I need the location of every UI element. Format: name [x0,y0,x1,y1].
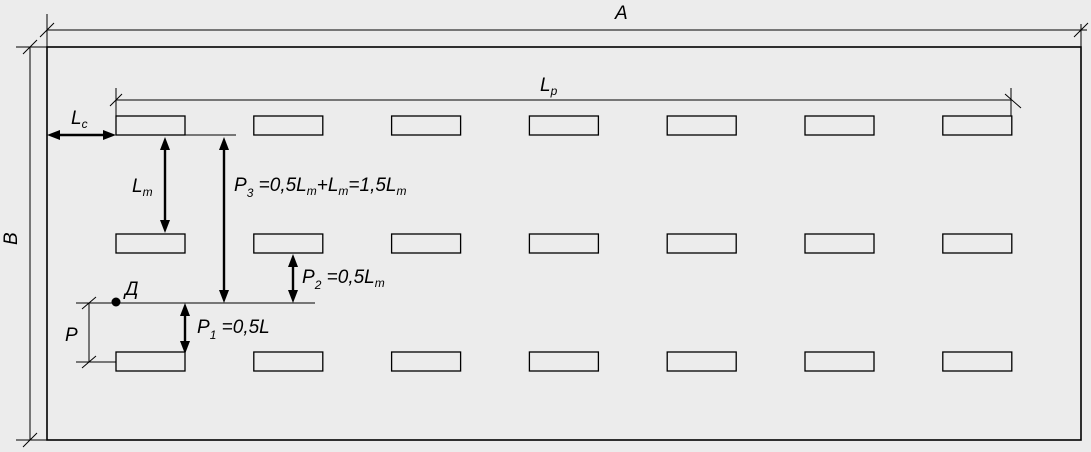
luminaire [390,351,462,372]
point-d-marker [111,297,121,307]
luminaire [528,115,600,136]
label-lp: Lp [540,75,558,98]
luminaire [804,351,875,372]
dimension-lc: Lc [47,108,116,140]
luminaire [390,233,462,254]
room-outline [46,46,1082,441]
label-d: Д [123,279,138,300]
label-p1: P1 =0,5L [197,317,270,342]
luminaire [942,351,1013,372]
label-p: P [65,325,78,346]
label-a: A [614,3,628,24]
wall-reference-line: Д [76,279,315,310]
dimension-b: B [1,39,47,448]
luminaire [115,115,186,136]
label-b: B [1,232,22,245]
luminaire [666,115,737,136]
luminaire [528,233,600,254]
luminaire [390,115,462,136]
dimension-p1: P1 =0,5L [180,303,270,354]
label-lm: Lm [132,176,153,199]
dimension-a: A [39,3,1089,47]
luminaire [115,233,186,254]
luminaire [942,115,1013,136]
dimension-lm: Lm [132,137,170,233]
luminaire-grid [115,115,1013,372]
luminaire [804,115,875,136]
label-p3: P3 =0,5Lm+Lm=1,5Lm [234,175,406,200]
luminaire [115,351,186,372]
dimension-p2: P2 =0,5Lm [288,254,385,303]
luminaire [666,233,737,254]
label-lc: Lc [71,108,88,131]
dimension-p3: P3 =0,5Lm+Lm=1,5Lm [219,137,406,303]
luminaire [942,233,1013,254]
luminaire [253,233,324,254]
dimension-lp: Lp [109,75,1022,116]
label-p2: P2 =0,5Lm [302,267,385,292]
luminaire [253,115,324,136]
luminaire [253,351,324,372]
luminaire [528,351,600,372]
luminaire [666,351,737,372]
luminaire [804,233,875,254]
dimension-p: P [65,303,116,369]
